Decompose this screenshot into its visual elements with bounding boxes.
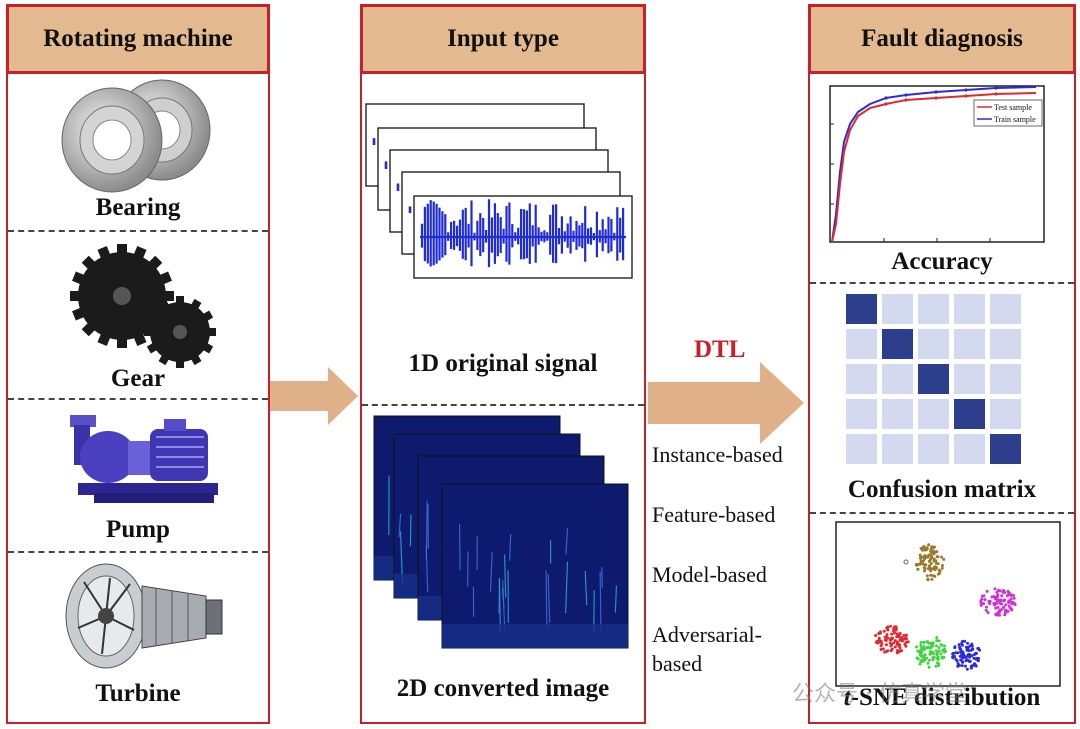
cm-cell [990, 329, 1021, 359]
accuracy-plot: Test sample Train sample [829, 85, 1045, 243]
watermark: 公众号 · 仿真学堂 [792, 682, 967, 707]
cm-cell [990, 399, 1021, 429]
arrow-right-icon [648, 362, 804, 444]
confusion-label: Confusion matrix [847, 476, 1037, 503]
tsne-plot [835, 521, 1061, 687]
turbine-label: Turbine [95, 680, 181, 707]
image-label: 2D converted image [396, 675, 610, 702]
legend-test: Test sample [994, 103, 1032, 112]
cm-cell [954, 434, 985, 464]
signal-stack [365, 103, 633, 279]
method-instance: Instance-based [652, 442, 783, 467]
divider [362, 404, 644, 406]
cm-diagonal-cell [882, 329, 913, 359]
divider [8, 230, 268, 232]
divider [810, 282, 1074, 284]
cm-cell [918, 399, 949, 429]
cm-cell [846, 329, 877, 359]
divider [810, 512, 1074, 514]
cm-cell [918, 329, 949, 359]
image-stack [373, 415, 629, 649]
signal-label: 1D original signal [408, 350, 598, 377]
fault-diagnosis-header: Fault diagnosis [808, 4, 1076, 74]
method-adversarial-cont: based [652, 651, 703, 676]
method-model: Model-based [652, 562, 767, 587]
cm-cell [882, 364, 913, 394]
cm-diagonal-cell [918, 364, 949, 394]
tsne-cluster [914, 543, 946, 582]
divider [8, 398, 268, 400]
cm-cell [882, 399, 913, 429]
pump-icon [70, 415, 218, 503]
cm-cell [954, 294, 985, 324]
gear-icon [48, 222, 230, 382]
accuracy-label: Accuracy [891, 248, 993, 275]
bearing-label: Bearing [95, 194, 181, 221]
cm-cell [882, 434, 913, 464]
cm-cell [846, 399, 877, 429]
input-type-header: Input type [360, 4, 646, 74]
dtl-label: DTL [694, 336, 746, 363]
method-feature: Feature-based [652, 502, 776, 527]
arrow-right-icon [270, 367, 358, 425]
cm-cell [918, 294, 949, 324]
signal-frame [413, 195, 633, 279]
cm-diagonal-cell [990, 434, 1021, 464]
turbine-icon [65, 563, 223, 669]
cm-cell [918, 434, 949, 464]
tsne-cluster [951, 639, 982, 671]
cm-cell [846, 434, 877, 464]
tsne-cluster [979, 587, 1017, 617]
image-frame [441, 483, 629, 649]
cm-cell [846, 364, 877, 394]
gear-label: Gear [110, 365, 166, 392]
cm-diagonal-cell [846, 294, 877, 324]
tsne-cluster [915, 636, 947, 669]
bearing-icon [61, 79, 211, 193]
cm-cell [882, 294, 913, 324]
method-adversarial: Adversarial- [652, 622, 762, 647]
cm-cell [954, 364, 985, 394]
confusion-matrix [846, 294, 1021, 464]
legend-train: Train sample [994, 115, 1036, 124]
cm-diagonal-cell [954, 399, 985, 429]
rotating-machine-header: Rotating machine [6, 4, 270, 74]
pump-label: Pump [106, 516, 170, 543]
cm-cell [990, 294, 1021, 324]
divider [8, 551, 268, 553]
tsne-cluster [874, 624, 910, 655]
tsne-label: t-SNE distribution [843, 684, 1041, 711]
cm-cell [954, 329, 985, 359]
cm-cell [990, 364, 1021, 394]
